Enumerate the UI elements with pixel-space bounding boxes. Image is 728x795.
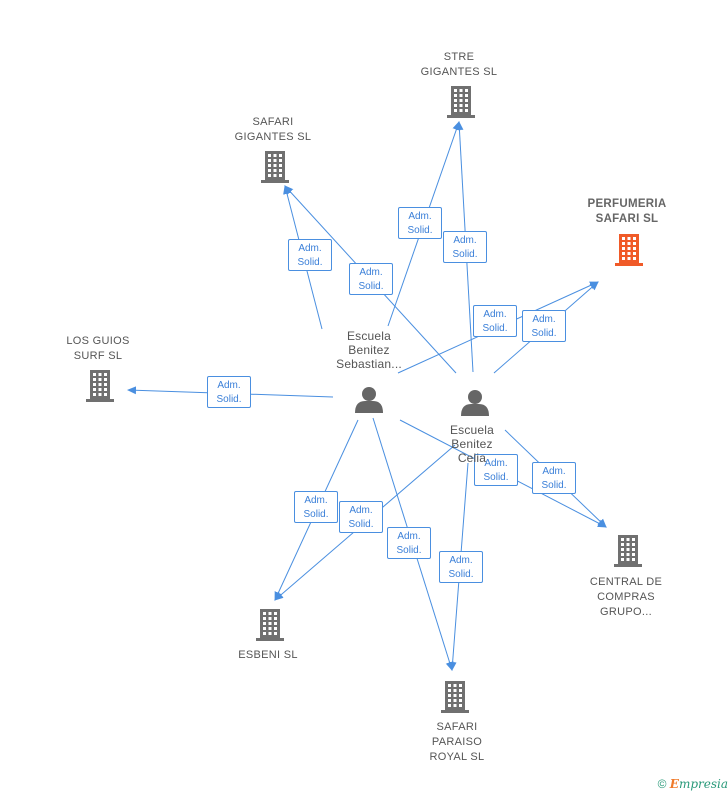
company-label-line: GRUPO... bbox=[600, 606, 652, 618]
building-icon-esbeni[interactable] bbox=[256, 609, 284, 641]
relation-role-line1: Adm. bbox=[359, 267, 383, 278]
person-label-line: Celia bbox=[457, 451, 487, 465]
company-label-line: PERFUMERIA bbox=[587, 198, 667, 210]
footer-brand: © Empresia bbox=[658, 777, 728, 791]
brand-logo-initial: E bbox=[669, 777, 679, 791]
relation-role-line2: Solid. bbox=[216, 394, 242, 405]
relation-label-sebastian-to-perfumeria[interactable]: Adm. Solid. bbox=[473, 305, 517, 337]
company-label-line: ESBENI SL bbox=[238, 649, 298, 661]
relation-role-line1: Adm. bbox=[217, 380, 241, 391]
relation-role-line2: Solid. bbox=[297, 257, 323, 268]
person-icon-celia[interactable] bbox=[461, 390, 489, 416]
company-label-stre[interactable]: STRE GIGANTES SL bbox=[399, 50, 519, 80]
person-label-line: Escuela bbox=[346, 329, 392, 343]
company-label-line: SAFARI SL bbox=[595, 213, 659, 225]
relation-label-celia-to-central[interactable]: Adm. Solid. bbox=[532, 462, 576, 494]
relation-label-celia-to-perfumeria[interactable]: Adm. Solid. bbox=[522, 310, 566, 342]
person-label-line: Sebastian... bbox=[336, 357, 402, 371]
relation-role-line2: Solid. bbox=[541, 480, 567, 491]
relation-role-line2: Solid. bbox=[407, 225, 433, 236]
relation-label-celia-to-safari-paraiso[interactable]: Adm. Solid. bbox=[439, 551, 483, 583]
company-label-perfumeria[interactable]: PERFUMERIA SAFARI SL bbox=[567, 197, 687, 227]
building-icon-safari-gigantes[interactable] bbox=[261, 151, 289, 183]
copyright-symbol: © bbox=[657, 777, 667, 791]
company-label-safari-gigantes[interactable]: SAFARI GIGANTES SL bbox=[213, 115, 333, 145]
relation-label-sebastian-to-safari-paraiso[interactable]: Adm. Solid. bbox=[387, 527, 431, 559]
relation-role-line2: Solid. bbox=[482, 323, 508, 334]
person-icon-sebastian[interactable] bbox=[355, 387, 383, 413]
building-icon-central[interactable] bbox=[614, 535, 642, 567]
relation-role-line1: Adm. bbox=[484, 458, 508, 469]
company-label-los-guios[interactable]: LOS GUIOS SURF SL bbox=[38, 334, 158, 364]
relation-label-sebastian-to-central[interactable]: Adm. Solid. bbox=[474, 454, 518, 486]
relation-label-celia-to-stre[interactable]: Adm. Solid. bbox=[443, 231, 487, 263]
person-label-line: Benitez bbox=[451, 437, 493, 451]
relation-role-line2: Solid. bbox=[452, 249, 478, 260]
relation-label-celia-to-safari-gigantes[interactable]: Adm. Solid. bbox=[349, 263, 393, 295]
company-label-line: SURF SL bbox=[73, 350, 123, 362]
company-label-line: COMPRAS bbox=[597, 591, 655, 603]
relation-role-line1: Adm. bbox=[408, 211, 432, 222]
relation-role-line2: Solid. bbox=[348, 519, 374, 530]
company-label-line: LOS GUIOS bbox=[66, 335, 130, 347]
company-label-central[interactable]: CENTRAL DE COMPRAS GRUPO... bbox=[566, 575, 686, 620]
person-label-line: Escuela bbox=[449, 423, 495, 437]
company-label-line: GIGANTES SL bbox=[234, 131, 312, 143]
relation-role-line1: Adm. bbox=[542, 466, 566, 477]
relation-label-sebastian-to-stre[interactable]: Adm. Solid. bbox=[398, 207, 442, 239]
relation-role-line1: Adm. bbox=[483, 309, 507, 320]
company-label-safari-paraiso[interactable]: SAFARI PARAISO ROYAL SL bbox=[397, 720, 517, 765]
relation-role-line2: Solid. bbox=[448, 569, 474, 580]
building-icon-stre[interactable] bbox=[447, 86, 475, 118]
building-icon-safari-paraiso[interactable] bbox=[441, 681, 469, 713]
company-label-line: SAFARI bbox=[436, 721, 478, 733]
company-label-line: STRE bbox=[443, 51, 475, 63]
building-icon-perfumeria[interactable] bbox=[615, 234, 643, 266]
relation-role-line2: Solid. bbox=[483, 472, 509, 483]
relation-role-line2: Solid. bbox=[358, 281, 384, 292]
relation-role-line1: Adm. bbox=[298, 243, 322, 254]
building-icon-los-guios[interactable] bbox=[86, 370, 114, 402]
relation-role-line1: Adm. bbox=[532, 314, 556, 325]
company-label-esbeni[interactable]: ESBENI SL bbox=[208, 648, 328, 663]
relation-label-sebastian-to-los-guios[interactable]: Adm. Solid. bbox=[207, 376, 251, 408]
relation-label-celia-to-esbeni[interactable]: Adm. Solid. bbox=[339, 501, 383, 533]
relation-role-line1: Adm. bbox=[453, 235, 477, 246]
relation-role-line1: Adm. bbox=[397, 531, 421, 542]
relation-role-line1: Adm. bbox=[449, 555, 473, 566]
company-label-line: GIGANTES SL bbox=[420, 66, 498, 78]
relation-role-line2: Solid. bbox=[303, 509, 329, 520]
relation-role-line2: Solid. bbox=[396, 545, 422, 556]
company-label-line: ROYAL SL bbox=[429, 751, 485, 763]
relation-label-sebastian-to-safari-gigantes[interactable]: Adm. Solid. bbox=[288, 239, 332, 271]
company-label-line: SAFARI bbox=[252, 116, 294, 128]
relation-role-line1: Adm. bbox=[349, 505, 373, 516]
person-label-line: Benitez bbox=[348, 343, 390, 357]
relation-role-line2: Solid. bbox=[531, 328, 557, 339]
brand-logo-text: mpresia bbox=[678, 777, 728, 791]
relation-label-sebastian-to-esbeni[interactable]: Adm. Solid. bbox=[294, 491, 338, 523]
company-label-line: CENTRAL DE bbox=[589, 576, 663, 588]
company-label-line: PARAISO bbox=[431, 736, 483, 748]
relation-role-line1: Adm. bbox=[304, 495, 328, 506]
